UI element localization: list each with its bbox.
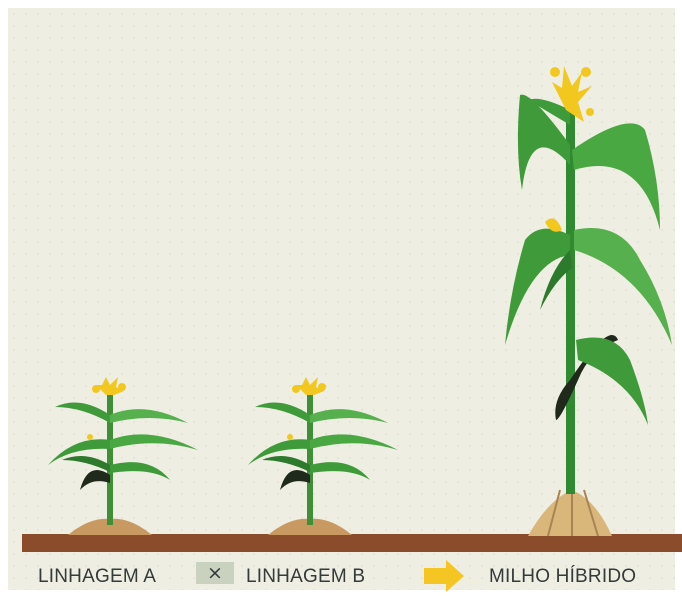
- cross-box: ×: [196, 562, 234, 584]
- label-line-a: LINHAGEM A: [38, 566, 156, 588]
- soil-strip: [22, 534, 682, 552]
- label-line-b: LINHAGEM B: [246, 566, 365, 588]
- label-hybrid: MILHO HÍBRIDO: [489, 566, 636, 588]
- multiply-icon: ×: [196, 562, 234, 584]
